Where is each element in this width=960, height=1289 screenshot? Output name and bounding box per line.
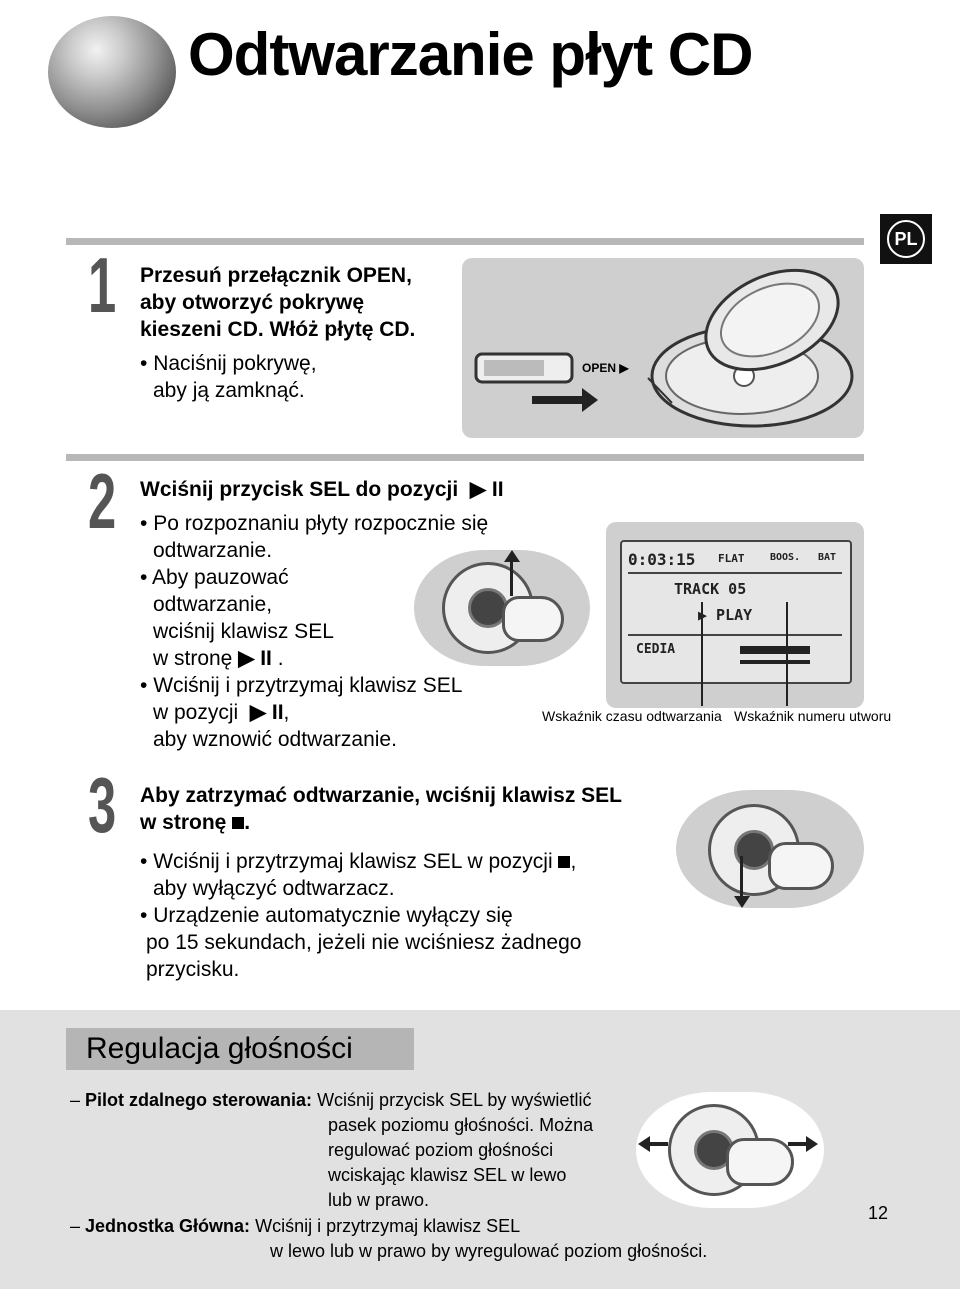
sel-dial-up-illustration: [414, 550, 590, 666]
lcd-track: TRACK 05: [674, 580, 747, 598]
sphere-logo: [48, 16, 176, 128]
sel-dial-sideways-illustration: [636, 1092, 824, 1208]
page-number: 12: [868, 1203, 889, 1223]
volume-heading: Regulacja głośności: [66, 1028, 414, 1070]
lcd-display-illustration: 0:03:15 FLAT BOOS. BAT TRACK 05 ▶ PLAY C…: [606, 522, 864, 708]
stop-symbol: [558, 856, 571, 868]
page-title: Odtwarzanie płyt CD: [188, 21, 753, 88]
caption-track-indicator: Wskaźnik numeru utworu: [734, 708, 892, 724]
time-indicator-line: [701, 602, 703, 706]
step-number-1: 1: [88, 241, 117, 329]
step-number-2: 2: [88, 457, 117, 545]
lcd-status: ▶ PLAY: [698, 606, 753, 624]
section-divider-2: [66, 454, 864, 461]
play-pause-symbol: ▶ II: [469, 478, 504, 501]
step1-bullet: • Naciśnij pokrywę, aby ją zamknąć.: [140, 352, 317, 402]
play-pause-symbol: ▶ II: [249, 701, 284, 724]
language-badge: PL: [880, 214, 932, 264]
step1-instruction: Przesuń przełącznik OPEN, aby otworzyć p…: [140, 264, 416, 341]
lcd-time: 0:03:15: [628, 550, 696, 569]
open-cd-illustration: OPEN ▶: [462, 258, 864, 438]
caption-time-indicator: Wskaźnik czasu odtwarzania: [542, 708, 722, 724]
step2-instruction: Wciśnij przycisk SEL do pozycji ▶ II: [140, 478, 504, 501]
sel-dial-down-illustration: [676, 790, 864, 908]
step3-bullets: • Wciśnij i przytrzymaj klawisz SEL w po…: [140, 850, 582, 981]
remote-instruction-cont: pasek poziomu głośności. Można regulować…: [328, 1115, 594, 1210]
svg-text:OPEN ▶: OPEN ▶: [582, 361, 629, 375]
track-indicator-line: [786, 602, 788, 706]
step2-bullets: • Po rozpoznaniu płyty rozpocznie się od…: [140, 512, 489, 751]
remote-instruction: – Pilot zdalnego sterowania: Wciśnij prz…: [70, 1090, 592, 1110]
step3-instruction: Aby zatrzymać odtwarzanie, wciśnij klawi…: [140, 784, 622, 834]
stop-symbol: [232, 817, 245, 829]
step-number-3: 3: [88, 761, 117, 849]
section-divider: [66, 238, 864, 245]
play-pause-symbol: ▶ II: [238, 647, 272, 670]
main-unit-instruction: – Jednostka Główna: Wciśnij i przytrzyma…: [70, 1216, 708, 1261]
